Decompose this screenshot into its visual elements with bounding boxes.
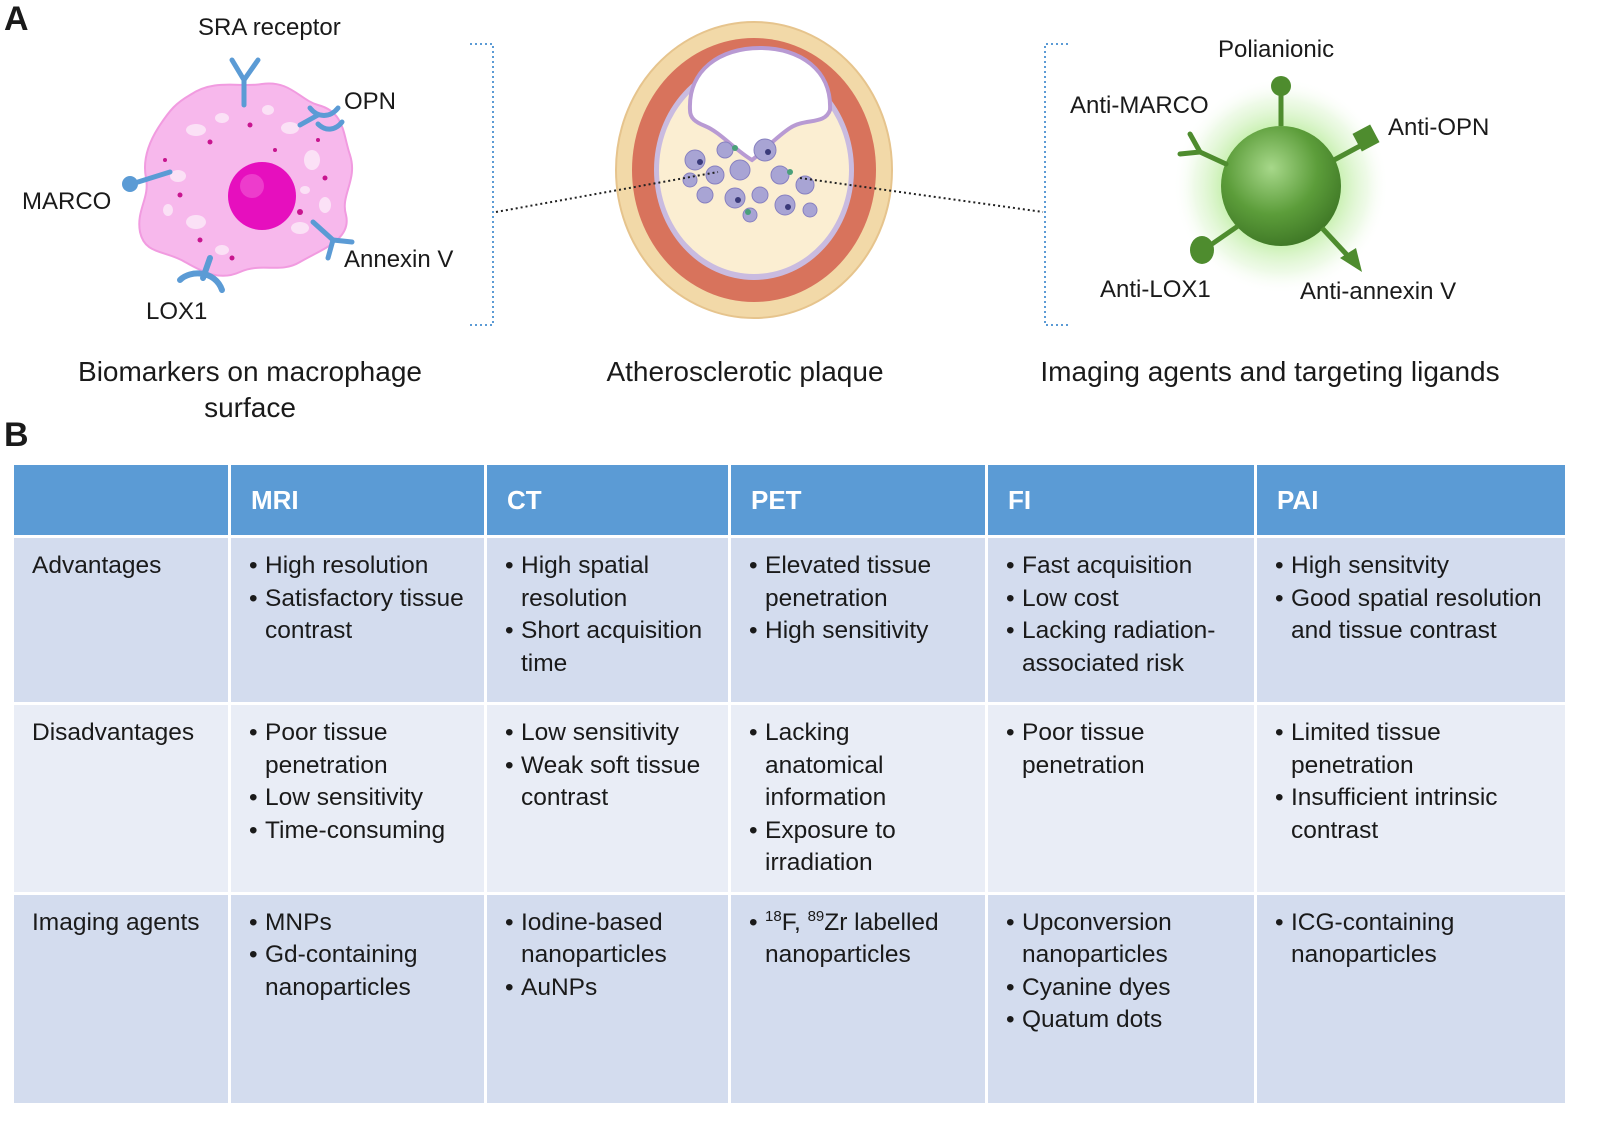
list-item: Exposure to irradiation <box>749 815 969 880</box>
header-pai: PAI <box>1257 465 1565 535</box>
list-item: Upconversion nanoparticles <box>1006 907 1238 972</box>
macrophage-caption-line1: Biomarkers on macrophage <box>78 356 422 387</box>
pet-agent-text-2: Zr labelled nanoparticles <box>765 908 939 969</box>
cell-advantages-ct: High spatial resolution Short acquisitio… <box>487 538 728 702</box>
table-row-imaging-agents: Imaging agents MNPs Gd-containing nanopa… <box>14 894 1565 1103</box>
polianionic-label: Polianionic <box>1218 36 1335 63</box>
list-item: Fast acquisition <box>1006 550 1238 583</box>
list-item: Limited tissue penetration <box>1275 717 1549 782</box>
header-pet: PET <box>731 465 985 535</box>
opn-receptor-icon <box>297 105 345 132</box>
panel-a-illustration <box>122 21 1389 326</box>
plaque-cross-section <box>615 21 893 319</box>
sra-receptor-icon <box>229 57 261 108</box>
list-item: Time-consuming <box>249 815 468 848</box>
annexin-receptor-icon <box>310 219 355 261</box>
anti-opn-ligand-icon <box>1332 124 1380 163</box>
header-fi: FI <box>988 465 1254 535</box>
list-item: Poor tissue penetration <box>1006 717 1238 782</box>
lox1-receptor-icon <box>177 255 225 293</box>
anti-marco-ligand-icon <box>1177 131 1229 167</box>
anti-opn-label: Anti-OPN <box>1388 114 1490 141</box>
list-item: 18F, 89Zr labelled nanoparticles <box>749 907 969 972</box>
plaque-caption: Atherosclerotic plaque <box>606 356 884 387</box>
anti-annexin-v-label: Anti-annexin V <box>1300 278 1457 305</box>
cell-agents-pet: 18F, 89Zr labelled nanoparticles <box>731 894 985 1103</box>
row-label-advantages: Advantages <box>14 538 228 702</box>
table-header-row: MRI CT PET FI PAI <box>14 465 1565 535</box>
lox1-label: LOX1 <box>146 298 208 325</box>
left-bracket <box>470 43 494 326</box>
list-item: Insufficient intrinsic contrast <box>1275 782 1549 847</box>
anti-annexin-ligand-icon <box>1320 226 1362 272</box>
annexin-v-label: Annexin V <box>344 246 454 273</box>
list-item: Low sensitivity <box>505 717 712 750</box>
list-item: Quatum dots <box>1006 1004 1238 1037</box>
cell-advantages-pai: High sensitvity Good spatial resolution … <box>1257 538 1565 702</box>
row-label-disadvantages: Disadvantages <box>14 705 228 892</box>
cell-advantages-pet: Elevated tissue penetration High sensiti… <box>731 538 985 702</box>
macrophage-caption: Biomarkers on macrophage surface <box>40 354 460 426</box>
list-item: High sensitvity <box>1275 550 1549 583</box>
cell-agents-fi: Upconversion nanoparticles Cyanine dyes … <box>988 894 1254 1103</box>
polianionic-ligand-icon <box>1271 76 1291 126</box>
list-item: Low sensitivity <box>249 782 468 815</box>
list-item: ICG-containing nanoparticles <box>1275 907 1549 972</box>
sra-receptor-label: SRA receptor <box>198 14 341 41</box>
list-item: Low cost <box>1006 583 1238 616</box>
list-item: Iodine-based nanoparticles <box>505 907 712 972</box>
superscript-89: 89 <box>807 907 825 925</box>
cell-disadvantages-pet: Lacking anatomical information Exposure … <box>731 705 985 892</box>
list-item: AuNPs <box>505 972 712 1005</box>
cell-agents-pai: ICG-containing nanoparticles <box>1257 894 1565 1103</box>
list-item: Poor tissue penetration <box>249 717 468 782</box>
list-item: Gd-containing nanoparticles <box>249 939 468 1004</box>
anti-lox1-label: Anti-LOX1 <box>1100 276 1211 303</box>
cell-advantages-fi: Fast acquisition Low cost Lacking radiat… <box>988 538 1254 702</box>
list-item: High resolution <box>249 550 468 583</box>
list-item: Weak soft tissue contrast <box>505 750 712 815</box>
macrophage-caption-line2: surface <box>204 392 296 423</box>
list-item: Cyanine dyes <box>1006 972 1238 1005</box>
nucleus <box>228 162 296 230</box>
list-item: Good spatial resolution and tissue contr… <box>1275 583 1549 648</box>
cell-disadvantages-pai: Limited tissue penetration Insufficient … <box>1257 705 1565 892</box>
imaging-modality-table: MRI CT PET FI PAI Advantages High resolu… <box>11 462 1568 1106</box>
list-item: High spatial resolution <box>505 550 712 615</box>
table-row-disadvantages: Disadvantages Poor tissue penetration Lo… <box>14 705 1565 892</box>
list-item: High sensitivity <box>749 615 969 648</box>
cell-disadvantages-ct: Low sensitivity Weak soft tissue contras… <box>487 705 728 892</box>
list-item: Lacking radiation-associated risk <box>1006 615 1238 680</box>
cell-advantages-mri: High resolution Satisfactory tissue cont… <box>231 538 484 702</box>
imaging-agents-caption: Imaging agents and targeting ligands <box>1040 356 1500 387</box>
anti-lox1-ligand-icon <box>1190 223 1240 264</box>
table-row-advantages: Advantages High resolution Satisfactory … <box>14 538 1565 702</box>
marco-label: MARCO <box>22 188 112 215</box>
pet-agent-text-1: F, <box>781 908 808 936</box>
superscript-18: 18 <box>765 907 782 925</box>
list-item: Satisfactory tissue contrast <box>249 583 468 648</box>
anti-marco-label: Anti-MARCO <box>1070 92 1209 119</box>
connector-lines <box>495 171 1044 213</box>
panel-a-letter: A <box>4 0 29 38</box>
list-item: Elevated tissue penetration <box>749 550 969 615</box>
header-mri: MRI <box>231 465 484 535</box>
panel-b-letter: B <box>4 416 29 454</box>
list-item: MNPs <box>249 907 468 940</box>
opn-label: OPN <box>344 88 397 115</box>
row-label-imaging-agents: Imaging agents <box>14 894 228 1103</box>
macrophage-cell <box>138 82 354 277</box>
list-item: Short acquisition time <box>505 615 712 680</box>
cell-agents-ct: Iodine-based nanoparticles AuNPs <box>487 894 728 1103</box>
header-ct: CT <box>487 465 728 535</box>
cell-agents-mri: MNPs Gd-containing nanoparticles <box>231 894 484 1103</box>
header-empty <box>14 465 228 535</box>
cell-disadvantages-mri: Poor tissue penetration Low sensitivity … <box>231 705 484 892</box>
list-item: Lacking anatomical information <box>749 717 969 815</box>
right-bracket <box>1044 43 1068 326</box>
marco-receptor-icon <box>122 169 173 192</box>
cell-disadvantages-fi: Poor tissue penetration <box>988 705 1254 892</box>
